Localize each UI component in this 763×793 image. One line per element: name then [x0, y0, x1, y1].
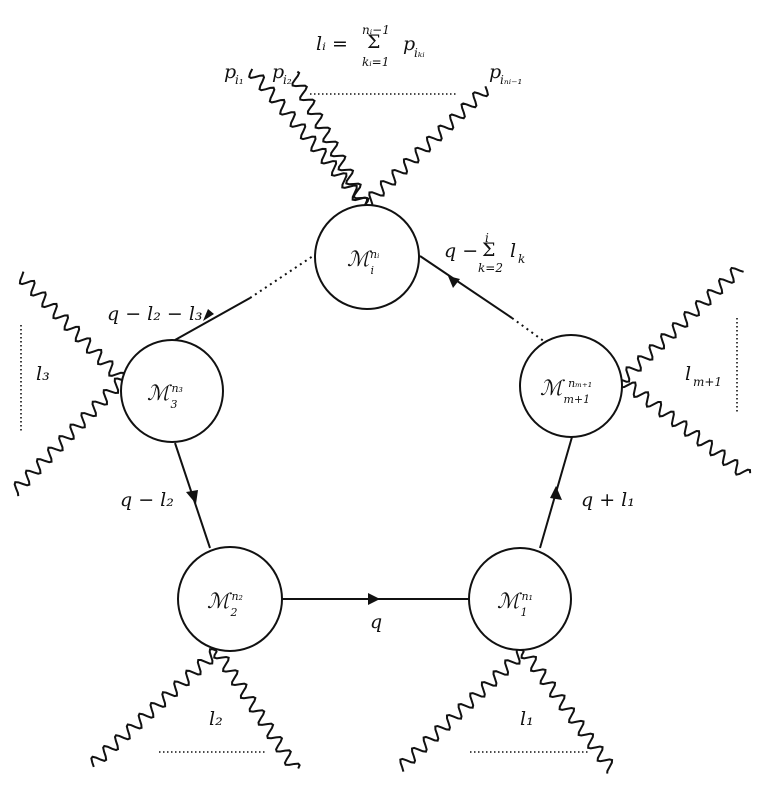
wave-top-1: [248, 68, 368, 206]
wave-bl-1: [90, 648, 218, 768]
edge-arrows: [186, 276, 562, 605]
external-leg-dots: [20, 93, 738, 753]
svg-text:p: p: [224, 61, 236, 83]
label-l2: l₂: [209, 708, 223, 730]
label-p-i1: p i₁: [224, 61, 244, 87]
edge-upper-right-solid: [419, 255, 513, 319]
arrow-right: [550, 486, 562, 500]
svg-text:p: p: [489, 61, 501, 83]
svg-text:iₖᵢ: iₖᵢ: [414, 46, 425, 60]
svg-text:i₂: i₂: [283, 73, 292, 87]
svg-text:iₙᵢ₋₁: iₙᵢ₋₁: [500, 73, 522, 87]
arrow-left: [186, 490, 198, 504]
label-top-formula: lᵢ = Σ nᵢ−1 kᵢ=1 p iₖᵢ: [316, 23, 425, 69]
edge-upper-left-label: q − l₂ − l₃: [107, 303, 203, 325]
svg-text:k=2: k=2: [478, 261, 503, 275]
edge-upper-right-dotted: [511, 317, 546, 343]
svg-text:kᵢ=1: kᵢ=1: [362, 55, 389, 69]
vertex-m2-circle: [177, 546, 283, 652]
edge-labels: q q + l₁ q − l₂ q − l₂ − l₃ q − Σ i k=2 …: [107, 231, 635, 633]
vertex-mm1-label: ℳm+1nₘ₊₁: [540, 376, 592, 406]
label-lm1: l m+1: [685, 363, 722, 389]
svg-text:Σ: Σ: [367, 31, 380, 53]
edge-upper-right-label: q − Σ i k=2 l k: [444, 231, 525, 275]
svg-text:p: p: [272, 61, 284, 83]
svg-text:i: i: [485, 231, 489, 245]
arrow-upper-right: [448, 276, 460, 288]
svg-text:p: p: [403, 33, 415, 55]
svg-text:nᵢ−1: nᵢ−1: [362, 23, 390, 37]
wave-right-2: [619, 379, 752, 476]
label-l3: l₃: [36, 363, 50, 385]
edge-upper-left-dotted: [249, 253, 317, 299]
wave-left-1: [18, 271, 125, 381]
label-p-i2: p i₂: [272, 61, 292, 87]
label-l1: l₁: [520, 708, 534, 730]
vertex-labels: ℳ1n₁ ℳ2n₂ ℳ3n₃ ℳinᵢ ℳm+1nₘ₊₁: [147, 247, 592, 619]
arrow-upper-left: [203, 309, 214, 321]
vertex-mi-label: ℳinᵢ: [347, 247, 379, 277]
wave-top-3: [364, 85, 490, 208]
wave-top-2: [291, 70, 370, 206]
edge-left-label: q − l₂: [120, 489, 174, 511]
wave-bl-2: [213, 650, 301, 769]
svg-text:l: l: [510, 240, 516, 262]
external-labels: l₃ l₂ l₁ l m+1 lᵢ = Σ nᵢ−1 kᵢ=1 p iₖᵢ p …: [36, 23, 722, 730]
vertex-m1-label: ℳ1n₁: [497, 589, 533, 619]
vertex-mm1-circle: [519, 334, 623, 438]
svg-text:q −: q −: [444, 240, 478, 262]
external-photon-lines: [13, 68, 752, 774]
arrow-bottom: [368, 593, 380, 605]
vertex-m2-label: ℳ2n₂: [207, 589, 243, 619]
wave-br-2: [520, 650, 614, 774]
label-p-last: p iₙᵢ₋₁: [489, 61, 522, 87]
vertex-circles: [120, 204, 623, 652]
svg-text:k: k: [518, 252, 525, 266]
vertex-m3-circle: [120, 339, 224, 443]
svg-text:m+1: m+1: [693, 375, 722, 389]
vertex-mi-circle: [314, 204, 420, 310]
edge-upper-left-solid: [174, 297, 251, 341]
svg-text:i₁: i₁: [235, 73, 244, 87]
vertex-m1-circle: [468, 547, 572, 651]
svg-text:lᵢ =: lᵢ =: [316, 33, 348, 55]
wave-right-1: [621, 266, 744, 383]
wave-left-2: [13, 377, 123, 497]
edge-right-label: q + l₁: [581, 489, 635, 511]
svg-text:l: l: [685, 363, 691, 385]
edge-bottom-label: q: [370, 611, 382, 633]
wave-br-1: [399, 648, 525, 772]
svg-text:Σ: Σ: [482, 239, 495, 261]
vertex-m3-label: ℳ3n₃: [147, 381, 183, 411]
